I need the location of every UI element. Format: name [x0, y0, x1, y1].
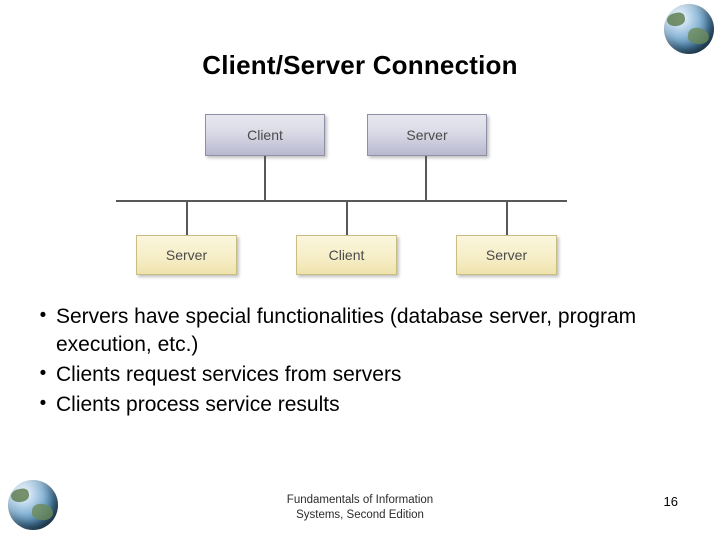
diagram-node-top-server: Server: [367, 114, 487, 156]
bullet-list: • Servers have special functionalities (…: [30, 303, 690, 421]
footer: Fundamentals of Information Systems, Sec…: [0, 493, 720, 523]
diagram-node-label: Server: [406, 127, 448, 143]
list-item: • Clients process service results: [30, 391, 690, 419]
footer-line-1: Fundamentals of Information: [286, 494, 434, 506]
diagram-node-label: Server: [165, 247, 208, 263]
diagram-node-bottom-client-center: Client: [296, 235, 397, 275]
diagram-node-top-client: Client: [205, 114, 325, 156]
diagram-node-bottom-server-right: Server: [456, 235, 557, 275]
connector-top-server: [425, 156, 427, 201]
diagram-node-bottom-server-left: Server: [136, 235, 237, 275]
globe-icon-bottom-left: [8, 480, 58, 530]
globe-icon-top-right: [664, 4, 714, 54]
connector-bottom-left: [186, 201, 188, 236]
bullet-marker-icon: •: [39, 392, 47, 414]
connector-top-client: [264, 156, 266, 201]
connector-bottom-right: [506, 201, 508, 236]
client-server-diagram: Client Server Server Client Server: [0, 108, 720, 293]
diagram-node-label: Server: [485, 247, 528, 263]
connector-bottom-center: [346, 201, 348, 236]
bullet-marker-icon: •: [39, 362, 47, 384]
list-item-text: Clients request services from servers: [56, 362, 402, 386]
list-item-text: Clients process service results: [56, 392, 340, 416]
page-title: Client/Server Connection: [202, 50, 518, 80]
list-item: • Servers have special functionalities (…: [30, 303, 690, 359]
diagram-node-label: Client: [328, 247, 365, 263]
page-number: 16: [663, 494, 678, 509]
diagram-node-label: Client: [247, 127, 283, 143]
list-item: • Clients request services from servers: [30, 361, 690, 389]
bullet-marker-icon: •: [39, 305, 47, 326]
footer-line-2: Systems, Second Edition: [296, 508, 424, 521]
network-bus-line: [116, 200, 567, 202]
list-item-text: Servers have special functionalities (da…: [56, 305, 637, 356]
